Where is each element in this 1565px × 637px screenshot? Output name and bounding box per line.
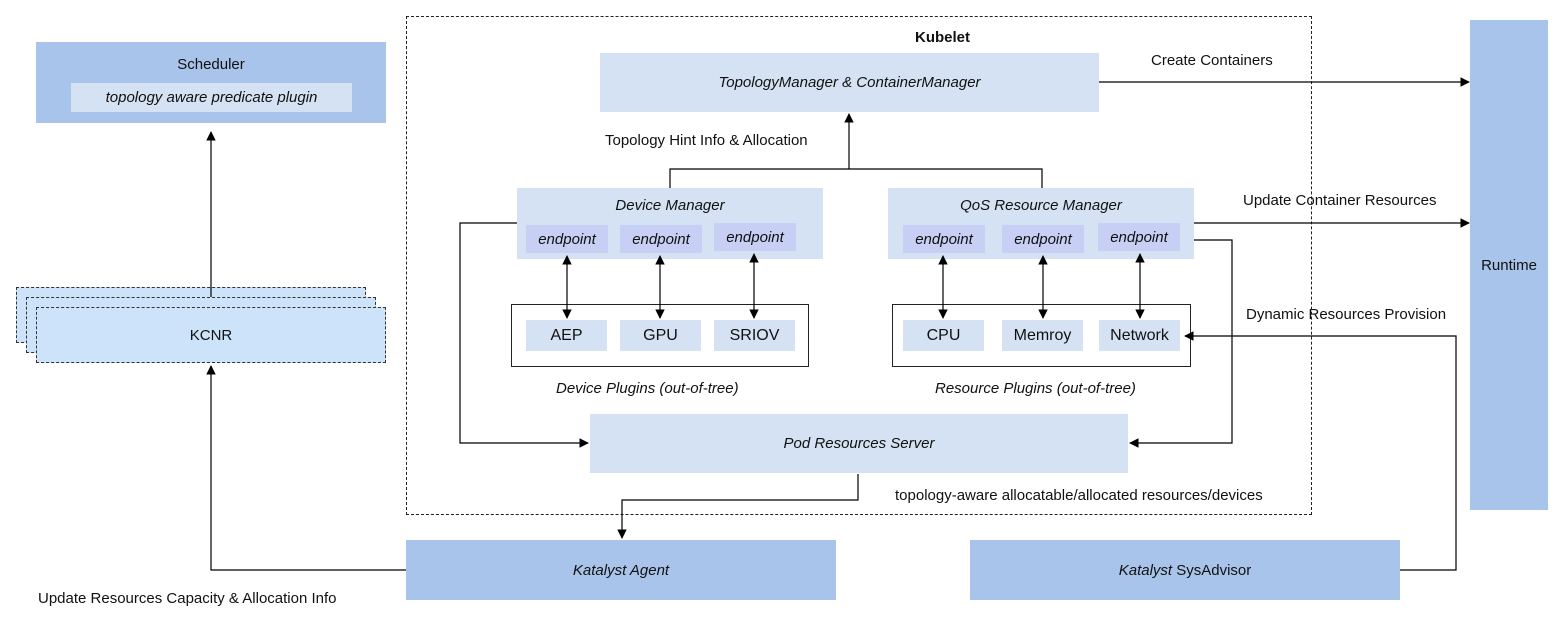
sysadvisor-label-italic: Katalyst: [1118, 561, 1173, 579]
qos-endpoint-1: endpoint: [903, 225, 985, 253]
kcnr-box: KCNR: [36, 307, 386, 363]
device-endpoint-1: endpoint: [526, 225, 608, 253]
pod-resources-server-box: Pod Resources Server: [590, 414, 1128, 473]
katalyst-agent-box: Katalyst Agent: [406, 540, 836, 600]
device-plugins-caption: Device Plugins (out-of-tree): [556, 380, 739, 397]
arrow-agent-to-kcnr: [206, 365, 406, 571]
plugin-sriov: SRIOV: [714, 320, 795, 351]
update-capacity-label: Update Resources Capacity & Allocation I…: [38, 590, 337, 607]
topology-manager-box: TopologyManager & ContainerManager: [600, 53, 1099, 112]
sysadvisor-label-rest: SysAdvisor: [1172, 561, 1252, 579]
qos-manager-title: QoS Resource Manager: [960, 197, 1122, 214]
plugin-network: Network: [1099, 320, 1180, 351]
plugin-memory: Memroy: [1002, 320, 1083, 351]
device-endpoint-2: endpoint: [620, 225, 702, 253]
plugin-aep: AEP: [526, 320, 607, 351]
kubelet-title: Kubelet: [915, 29, 971, 46]
dynamic-resources-provision-label: Dynamic Resources Provision: [1246, 306, 1447, 323]
qos-endpoint-3: endpoint: [1098, 223, 1180, 251]
update-container-resources-label: Update Container Resources: [1243, 192, 1437, 209]
create-containers-label: Create Containers: [1151, 52, 1273, 69]
qos-endpoint-2: endpoint: [1002, 225, 1084, 253]
runtime-box: Runtime: [1470, 20, 1548, 510]
plugin-gpu: GPU: [620, 320, 701, 351]
katalyst-sysadvisor-box: Katalyst SysAdvisor: [970, 540, 1400, 600]
kubelet-boundary: [406, 16, 1312, 515]
topology-hint-label: Topology Hint Info & Allocation: [605, 132, 808, 149]
scheduler-box: Scheduler topology aware predicate plugi…: [36, 42, 386, 123]
topology-aware-label: topology-aware allocatable/allocated res…: [895, 487, 1263, 504]
device-manager-title: Device Manager: [615, 197, 725, 214]
device-endpoint-3: endpoint: [714, 223, 796, 251]
resource-plugins-caption: Resource Plugins (out-of-tree): [935, 380, 1136, 397]
scheduler-plugin: topology aware predicate plugin: [71, 83, 352, 112]
scheduler-title: Scheduler: [177, 56, 245, 73]
plugin-cpu: CPU: [903, 320, 984, 351]
